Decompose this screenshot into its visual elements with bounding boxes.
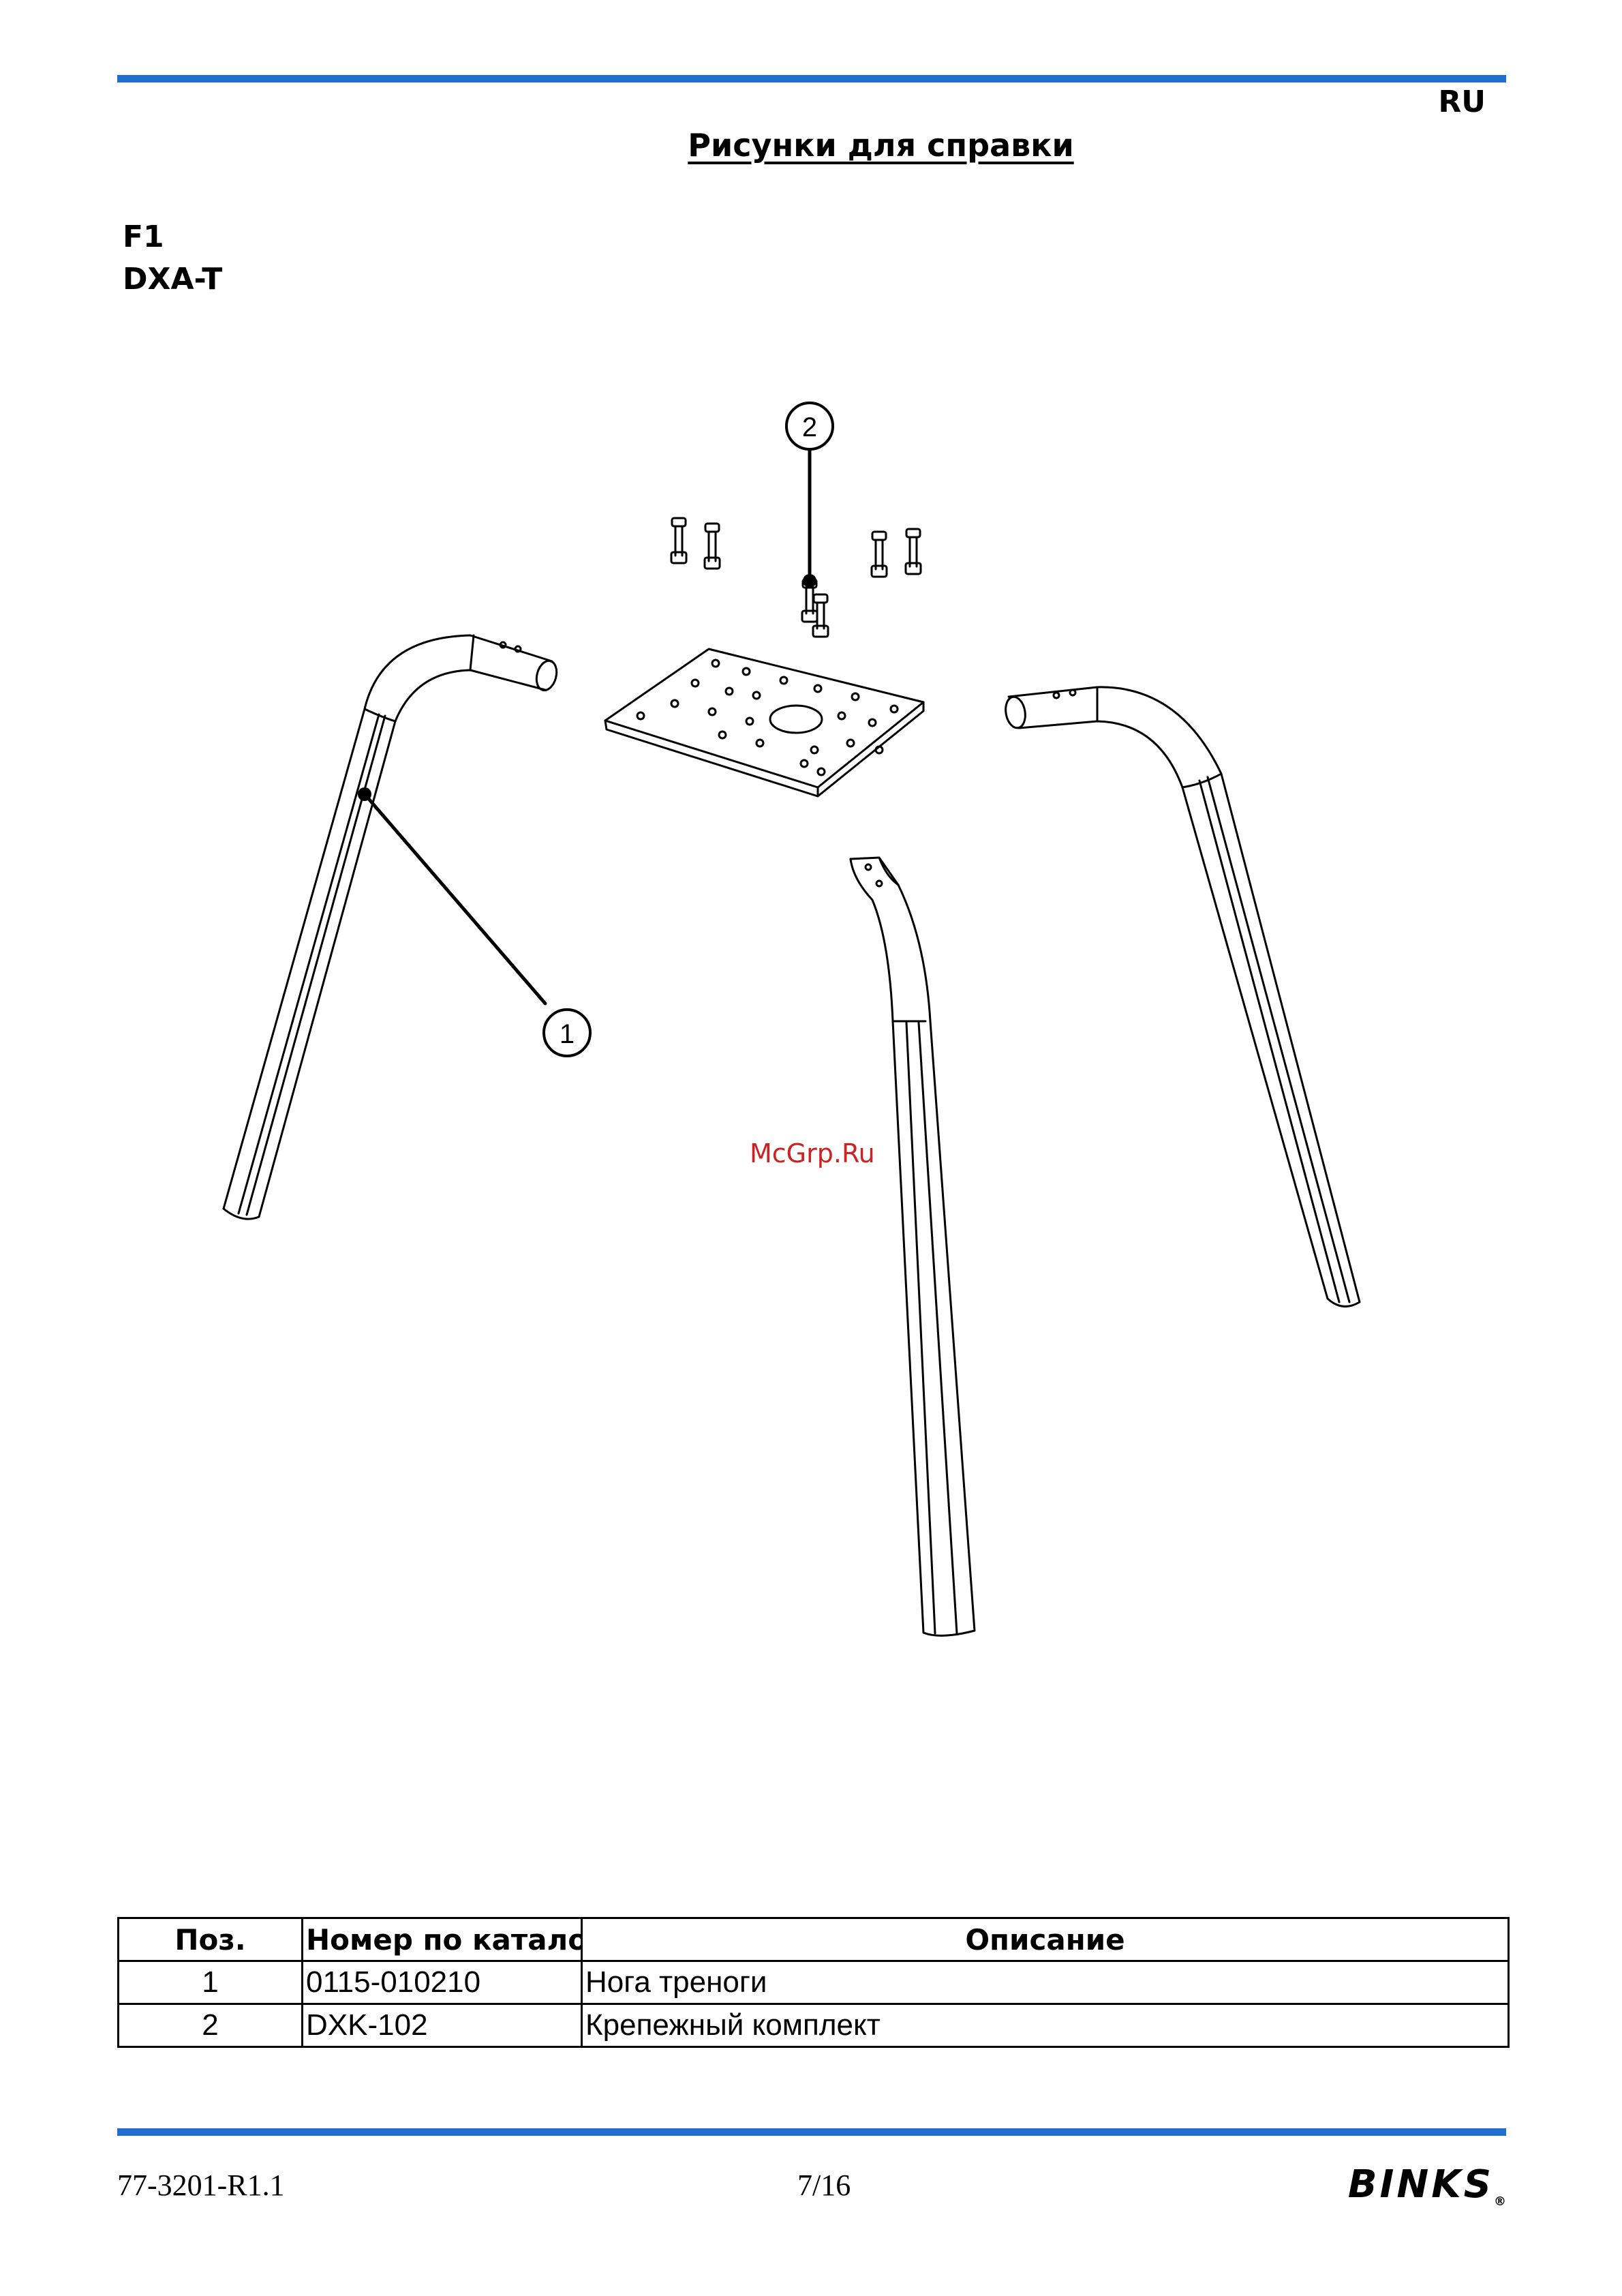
bottom-rule [117,2128,1506,2136]
watermark-text: McGrp.Ru [750,1138,875,1168]
table-header-row: Поз. Номер по каталогу Описание [119,1918,1509,1961]
tripod-leg-right [1003,687,1360,1306]
callout-2-label: 2 [802,412,817,442]
callout-2-dot [803,574,816,588]
cell-description: Нога треноги [582,1961,1509,2004]
cell-position: 2 [119,2004,303,2047]
page-number: 7/16 [797,2168,851,2203]
table-row: 1 0115-010210 Нога треноги [119,1961,1509,2004]
brand-logo-text: BINKS [1348,2162,1494,2207]
cell-catalog-number: 0115-010210 [303,1961,582,2004]
brand-logo: BINKS® [1348,2162,1506,2209]
cell-description: Крепежный комплект [582,2004,1509,2047]
column-header-position: Поз. [119,1918,303,1961]
parts-table: Поз. Номер по каталогу Описание 1 0115-0… [117,1917,1510,2048]
column-header-catalog-number: Номер по каталогу [303,1918,582,1961]
bolt-set [671,518,921,637]
table-row: 2 DXK-102 Крепежный комплект [119,2004,1509,2047]
tripod-leg-left [224,635,560,1219]
callout-1-dot [358,787,371,801]
tripod-leg-center [851,858,975,1635]
mounting-plate [605,649,923,796]
callout-1-leader [365,794,545,1003]
column-header-description: Описание [582,1918,1509,1961]
exploded-view-drawing: 2 1 [0,0,1622,1841]
callout-1-label: 1 [560,1019,575,1049]
registered-mark: ® [1494,2194,1506,2209]
cell-position: 1 [119,1961,303,2004]
cell-catalog-number: DXK-102 [303,2004,582,2047]
document-number: 77-3201-R1.1 [117,2168,285,2203]
